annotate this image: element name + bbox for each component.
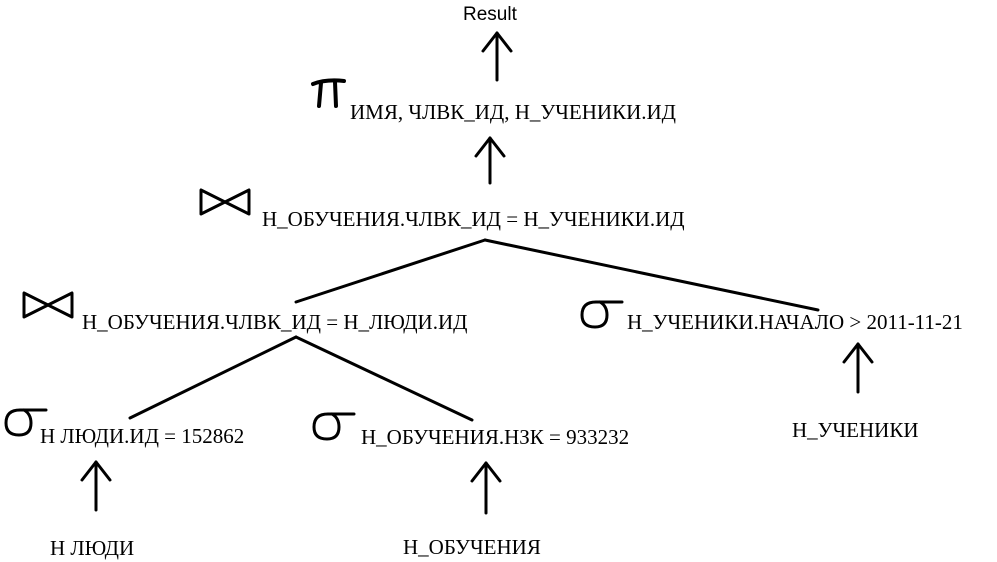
bowtie-join-icon: [199, 188, 251, 216]
bowtie-join-icon: [22, 291, 74, 319]
arrow-join-to-projection: [474, 136, 506, 185]
select-people-label: Н ЛЮДИ.ИД = 152862: [40, 424, 245, 448]
edge-join-left-to-select-people: [128, 335, 298, 420]
edge-join-left-to-select-studies: [294, 335, 474, 422]
sigma-icon: [310, 408, 358, 442]
projection-label: ИМЯ, ЧЛВК_ИД, Н_УЧЕНИКИ.ИД: [350, 100, 676, 124]
table-studies-label: Н_ОБУЧЕНИЯ: [403, 535, 541, 559]
edge-join-top-to-join-left: [294, 238, 487, 304]
table-people-label: Н ЛЮДИ: [50, 536, 135, 560]
table-students-label: Н_УЧЕНИКИ: [792, 418, 919, 442]
arrow-studies-to-selection: [470, 461, 502, 515]
arrow-students-to-selection: [842, 342, 874, 394]
sigma-icon: [578, 296, 626, 330]
join-top-label: Н_ОБУЧЕНИЯ.ЧЛВК_ИД = Н_УЧЕНИКИ.ИД: [262, 207, 685, 231]
arrow-people-to-selection: [80, 460, 112, 512]
arrow-projection-to-result: [481, 31, 513, 82]
join-left-label: Н_ОБУЧЕНИЯ.ЧЛВК_ИД = Н_ЛЮДИ.ИД: [82, 310, 468, 334]
result-label: Result: [463, 4, 517, 25]
sigma-icon: [2, 404, 50, 438]
pi-icon: [310, 76, 346, 108]
edge-join-top-to-select-students: [483, 238, 820, 312]
select-students-label: Н_УЧЕНИКИ.НАЧАЛО > 2011-11-21: [627, 310, 963, 334]
select-studies-label: Н_ОБУЧЕНИЯ.НЗК = 933232: [361, 425, 630, 449]
